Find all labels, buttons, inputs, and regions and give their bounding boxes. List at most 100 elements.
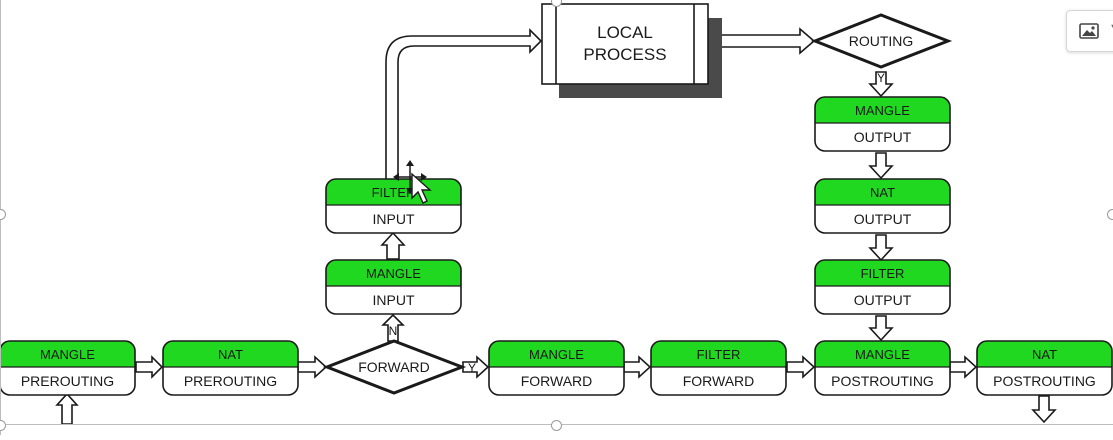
mangle-prerouting-chain-label: PREROUTING [21, 373, 114, 389]
mangle-prerouting-table-label: MANGLE [40, 347, 95, 362]
move-cursor-icon [393, 160, 432, 204]
arrow-mangle-pre-to-nat-pre [135, 355, 164, 379]
mangle-output-chain-label: OUTPUT [854, 129, 912, 145]
filter-input-outline [325, 178, 462, 234]
box-filter-forward: FILTER FORWARD [650, 340, 787, 396]
filter-output-chain-bg [815, 286, 950, 314]
nat-prerouting-table-label: NAT [218, 347, 243, 362]
box-nat-postrouting: NAT POSTROUTING [976, 340, 1113, 396]
nat-prerouting-chain-label: PREROUTING [184, 373, 277, 389]
nat-postrouting-table-bg [977, 341, 1112, 367]
nat-output-table-bg [815, 179, 950, 205]
nat-output-outline [814, 178, 951, 234]
mangle-forward-chain-bg [489, 367, 624, 395]
arrow-mangle-post-to-nat-post [949, 355, 978, 379]
mangle-input-chain-bg [326, 286, 461, 314]
filter-forward-chain-label: FORWARD [683, 373, 755, 389]
routing-decision: ROUTING [810, 13, 953, 69]
arrow-mangle-input-to-filter-input [380, 231, 406, 260]
arrow-nat-output-to-filter-output [868, 234, 894, 262]
routing-yes-label: Y [877, 71, 885, 85]
filter-input-chain-label: INPUT [373, 211, 415, 227]
filter-output-chain-label: OUTPUT [854, 292, 912, 308]
arrow-filter-forward-to-mangle-post [786, 355, 816, 379]
box-mangle-prerouting: MANGLE PREROUTING [0, 340, 136, 396]
nat-postrouting-chain-bg [977, 367, 1112, 395]
mangle-input-chain-label: INPUT [373, 292, 415, 308]
filter-output-table-label: FILTER [861, 266, 905, 281]
nat-prerouting-table-bg [163, 341, 298, 367]
box-mangle-input: MANGLE INPUT [325, 259, 462, 315]
move-cursor-arrow-up [406, 160, 414, 166]
nat-output-chain-bg [815, 205, 950, 233]
forward-decision: FORWARD [322, 339, 467, 395]
forward-no-label: N [389, 324, 398, 338]
arrow-outgoing-packets [1031, 395, 1057, 424]
box-mangle-output: MANGLE OUTPUT [814, 96, 951, 152]
mangle-output-table-label: MANGLE [855, 103, 910, 118]
filter-input-table-bg [326, 179, 461, 205]
mangle-output-chain-bg [815, 123, 950, 151]
arrow-mangle-output-to-nat-output [868, 152, 894, 180]
selection-handle-bottom[interactable] [551, 420, 562, 431]
pointer-arrow-icon [411, 172, 432, 204]
arrow-forward-to-mangle-forward [462, 355, 490, 379]
mangle-forward-outline [488, 340, 625, 396]
arrow-incoming-packets [55, 392, 79, 425]
nat-prerouting-outline [162, 340, 299, 396]
mangle-prerouting-chain-bg [0, 367, 135, 395]
mangle-forward-table-label: MANGLE [529, 347, 584, 362]
selection-handle-top[interactable] [551, 0, 562, 7]
mangle-postrouting-table-bg [815, 341, 950, 367]
nat-postrouting-chain-label: POSTROUTING [993, 373, 1096, 389]
box-nat-prerouting: NAT PREROUTING [162, 340, 299, 396]
nat-prerouting-chain-bg [163, 367, 298, 395]
local-process-label-line1: LOCAL [597, 23, 653, 42]
mangle-input-outline [325, 259, 462, 315]
image-icon [1079, 23, 1099, 39]
move-cursor-arrow-right [421, 173, 427, 181]
filter-forward-chain-bg [651, 367, 786, 395]
filter-input-chain-bg [326, 205, 461, 233]
box-filter-output: FILTER OUTPUT [814, 259, 951, 315]
mangle-output-outline [814, 96, 951, 152]
mangle-input-table-label: MANGLE [366, 266, 421, 281]
nat-postrouting-outline [976, 340, 1113, 396]
mangle-postrouting-outline [814, 340, 951, 396]
arrow-mangle-forward-to-filter-forward [623, 355, 652, 379]
mangle-prerouting-table-bg [0, 341, 135, 367]
mangle-postrouting-chain-label: POSTROUTING [831, 373, 934, 389]
arrow-nat-pre-to-forward [297, 355, 328, 379]
nat-postrouting-table-label: NAT [1032, 347, 1057, 362]
move-cursor-arrow-left [393, 173, 399, 181]
mangle-postrouting-table-label: MANGLE [855, 347, 910, 362]
mangle-output-table-bg [815, 97, 950, 123]
forward-yes-label: Y [468, 361, 476, 375]
filter-output-table-bg [815, 260, 950, 286]
local-process-label-line2: PROCESS [583, 45, 666, 64]
filter-forward-table-bg [651, 341, 786, 367]
filter-output-outline [814, 259, 951, 315]
forward-diamond [322, 339, 467, 395]
box-mangle-postrouting: MANGLE POSTROUTING [814, 340, 951, 396]
arrow-routing-to-mangle-output [868, 71, 894, 98]
forward-decision-label: FORWARD [358, 359, 430, 375]
mangle-prerouting-outline [0, 340, 136, 396]
mangle-postrouting-chain-bg [815, 367, 950, 395]
selection-handle-right[interactable] [1107, 209, 1113, 220]
arrow-filter-output-to-mangle-post [868, 315, 894, 342]
filter-input-table-label: FILTER [372, 185, 416, 200]
arrow-local-process-to-routing [708, 27, 816, 55]
chevron-down-icon: ▼ [1109, 22, 1113, 34]
image-options-button[interactable]: ▼ [1066, 10, 1113, 52]
local-process-box: LOCAL PROCESS [541, 3, 722, 98]
nat-output-chain-label: OUTPUT [854, 211, 912, 227]
mangle-input-table-bg [326, 260, 461, 286]
filter-forward-table-label: FILTER [697, 347, 741, 362]
local-process-body [541, 3, 709, 85]
routing-decision-label: ROUTING [849, 33, 914, 49]
